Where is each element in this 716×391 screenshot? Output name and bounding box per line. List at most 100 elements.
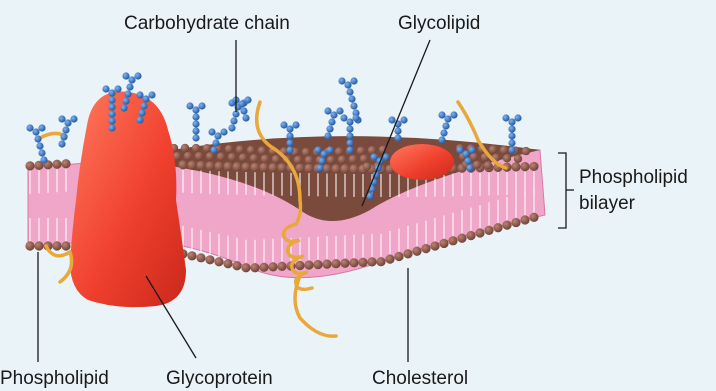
sugar-bead xyxy=(314,146,321,153)
sugar-bead xyxy=(280,121,287,128)
sugar-bead xyxy=(346,88,353,95)
head-bead xyxy=(511,218,520,227)
head-bead xyxy=(205,255,214,264)
sugar-bead xyxy=(440,129,447,136)
head-bead xyxy=(61,159,70,168)
sugar-bead xyxy=(210,146,217,153)
head-bead xyxy=(313,260,322,269)
sugar-bead xyxy=(240,107,247,114)
head-bead xyxy=(403,249,412,258)
sugar-bead xyxy=(124,90,131,97)
sugar-bead xyxy=(346,146,353,153)
surface-bead xyxy=(184,152,192,160)
head-bead xyxy=(529,213,538,222)
surface-bead xyxy=(473,161,481,169)
sugar-bead xyxy=(286,125,293,132)
sugar-bead xyxy=(320,150,327,157)
sugar-bead xyxy=(244,96,251,103)
head-bead xyxy=(475,228,484,237)
sugar-bead xyxy=(508,139,515,146)
sugar-bead xyxy=(286,146,293,153)
head-bead xyxy=(340,164,349,173)
sugar-bead xyxy=(438,136,445,143)
head-bead xyxy=(214,162,223,171)
sugar-bead xyxy=(212,139,219,146)
head-bead xyxy=(61,241,70,250)
head-bead xyxy=(223,162,232,171)
head-bead xyxy=(34,241,43,250)
head-bead xyxy=(295,261,304,270)
head-bead xyxy=(250,163,259,172)
sugar-bead xyxy=(508,146,515,153)
head-bead xyxy=(52,160,61,169)
head-bead xyxy=(448,236,457,245)
surface-bead xyxy=(217,152,225,160)
sugar-bead xyxy=(122,72,129,79)
sugar-bead xyxy=(348,95,355,102)
head-bead xyxy=(277,163,286,172)
head-bead xyxy=(322,260,331,269)
sugar-bead xyxy=(326,146,333,153)
surface-bead xyxy=(305,156,313,164)
peripheral-protein xyxy=(390,144,454,180)
sugar-bead xyxy=(514,114,521,121)
sugar-bead xyxy=(318,157,325,164)
sugar-bead xyxy=(38,149,45,156)
sugar-bead xyxy=(324,132,331,139)
sugar-bead xyxy=(326,125,333,132)
sugar-bead xyxy=(370,153,377,160)
surface-bead xyxy=(484,161,492,169)
head-bead xyxy=(439,239,448,248)
sugar-bead xyxy=(352,114,359,121)
head-bead xyxy=(520,215,529,224)
sugar-bead xyxy=(192,113,199,120)
head-bead xyxy=(277,262,286,271)
head-bead xyxy=(241,162,250,171)
label-carbohydrate-chain: Carbohydrate chain xyxy=(124,13,290,34)
label-phospholipid-bilayer-line2: bilayer xyxy=(579,193,636,214)
surface-bead xyxy=(203,144,211,152)
sugar-bead xyxy=(324,107,331,114)
sugar-bead xyxy=(346,139,353,146)
sugar-bead xyxy=(34,135,41,142)
head-bead xyxy=(421,244,430,253)
head-bead xyxy=(241,263,250,272)
head-bead xyxy=(214,257,223,266)
sugar-bead xyxy=(442,122,449,129)
sugar-bead xyxy=(134,72,141,79)
head-bead xyxy=(430,241,439,250)
sugar-bead xyxy=(62,126,69,133)
sugar-bead xyxy=(192,127,199,134)
sugar-bead xyxy=(186,102,193,109)
sugar-bead xyxy=(336,107,343,114)
head-bead xyxy=(25,161,34,170)
sugar-bead xyxy=(32,128,39,135)
sugar-bead xyxy=(58,140,65,147)
head-bead xyxy=(349,258,358,267)
sugar-bead xyxy=(350,102,357,109)
surface-bead xyxy=(228,153,236,161)
sugar-bead xyxy=(140,102,147,109)
sugar-bead xyxy=(450,111,457,118)
head-bead xyxy=(376,257,385,266)
head-bead xyxy=(367,257,376,266)
sugar-bead xyxy=(438,111,445,118)
sugar-bead xyxy=(316,164,323,171)
surface-bead xyxy=(302,148,310,156)
sugar-bead xyxy=(464,157,471,164)
sugar-bead xyxy=(58,115,65,122)
head-bead xyxy=(259,263,268,272)
sugar-bead xyxy=(60,133,67,140)
head-bead xyxy=(259,163,268,172)
sugar-bead xyxy=(508,132,515,139)
head-bead xyxy=(349,164,358,173)
surface-bead xyxy=(360,154,368,162)
label-phospholipid-bilayer-line1: Phospholipid xyxy=(579,167,688,188)
surface-bead xyxy=(261,154,269,162)
sugar-bead xyxy=(444,115,451,122)
surface-bead xyxy=(335,147,343,155)
sugar-bead xyxy=(466,164,473,171)
sugar-bead xyxy=(122,97,129,104)
